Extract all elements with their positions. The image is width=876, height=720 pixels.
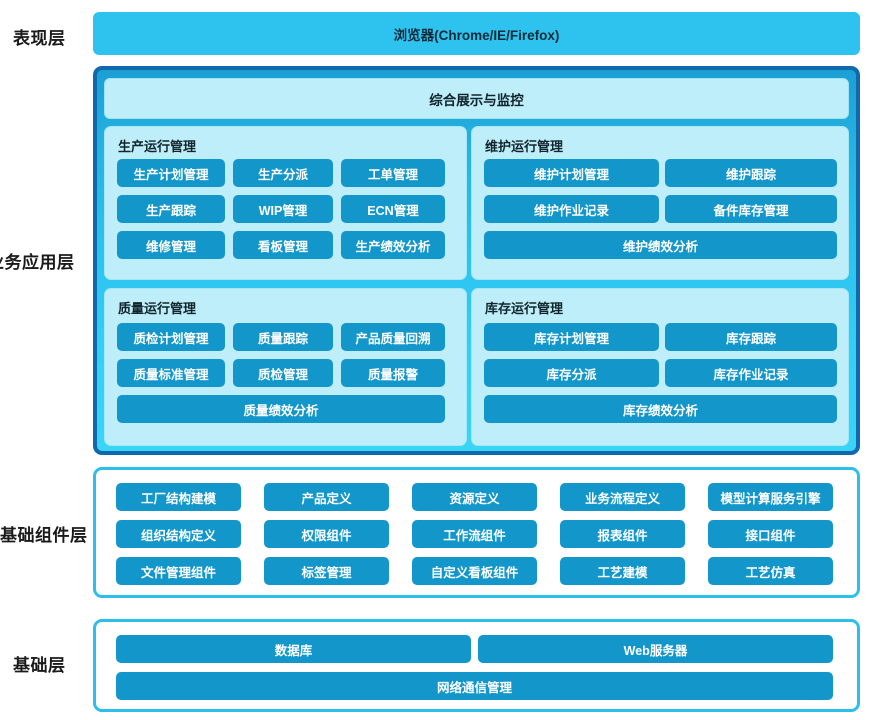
monitoring-bar[interactable]: 综合展示与监控 xyxy=(104,78,849,119)
component-product-definition[interactable]: 产品定义 xyxy=(264,483,389,511)
module-quality-alarm[interactable]: 质量报警 xyxy=(341,359,445,387)
module-work-order[interactable]: 工单管理 xyxy=(341,159,445,187)
module-wip[interactable]: WIP管理 xyxy=(233,195,333,223)
panel-quality: 质量运行管理 质检计划管理 质量跟踪 产品质量回溯 质量标准管理 质检管理 质量… xyxy=(104,288,467,446)
module-inventory-plan[interactable]: 库存计划管理 xyxy=(484,323,659,351)
base-network-comm[interactable]: 网络通信管理 xyxy=(116,672,833,700)
module-inventory-record[interactable]: 库存作业记录 xyxy=(665,359,837,387)
component-permission[interactable]: 权限组件 xyxy=(264,520,389,548)
layer-label-base: 基础层 xyxy=(13,656,66,675)
component-model-compute-engine[interactable]: 模型计算服务引擎 xyxy=(708,483,833,511)
module-product-traceability[interactable]: 产品质量回溯 xyxy=(341,323,445,351)
module-repair[interactable]: 维修管理 xyxy=(117,231,225,259)
module-maintenance-plan[interactable]: 维护计划管理 xyxy=(484,159,659,187)
panel-production: 生产运行管理 生产计划管理 生产分派 工单管理 生产跟踪 WIP管理 ECN管理… xyxy=(104,126,467,280)
module-qc-plan[interactable]: 质检计划管理 xyxy=(117,323,225,351)
component-interface[interactable]: 接口组件 xyxy=(708,520,833,548)
module-production-tracking[interactable]: 生产跟踪 xyxy=(117,195,225,223)
component-file-management[interactable]: 文件管理组件 xyxy=(116,557,241,585)
module-qc-management[interactable]: 质检管理 xyxy=(233,359,333,387)
module-production-dispatch[interactable]: 生产分派 xyxy=(233,159,333,187)
base-database[interactable]: 数据库 xyxy=(116,635,471,663)
module-quality-kpi[interactable]: 质量绩效分析 xyxy=(117,395,445,423)
module-quality-standard[interactable]: 质量标准管理 xyxy=(117,359,225,387)
module-quality-tracking[interactable]: 质量跟踪 xyxy=(233,323,333,351)
layer-label-business: 业务应用层 xyxy=(0,253,75,272)
infrastructure-layer: 数据库 Web服务器 网络通信管理 xyxy=(93,619,860,712)
module-inventory-kpi[interactable]: 库存绩效分析 xyxy=(484,395,837,423)
panel-production-title: 生产运行管理 xyxy=(118,139,197,154)
module-ecn[interactable]: ECN管理 xyxy=(341,195,445,223)
base-web-server[interactable]: Web服务器 xyxy=(478,635,833,663)
module-spare-part-stock[interactable]: 备件库存管理 xyxy=(665,195,837,223)
module-maintenance-kpi[interactable]: 维护绩效分析 xyxy=(484,231,837,259)
component-process-modeling[interactable]: 工艺建模 xyxy=(560,557,685,585)
module-maintenance-tracking[interactable]: 维护跟踪 xyxy=(665,159,837,187)
component-org-definition[interactable]: 组织结构定义 xyxy=(116,520,241,548)
base-component-layer: 工厂结构建模 产品定义 资源定义 业务流程定义 模型计算服务引擎 组织结构定义 … xyxy=(93,467,860,598)
module-production-kpi[interactable]: 生产绩效分析 xyxy=(341,231,445,259)
panel-inventory-title: 库存运行管理 xyxy=(485,301,564,316)
component-custom-kanban[interactable]: 自定义看板组件 xyxy=(412,557,537,585)
module-inventory-dispatch[interactable]: 库存分派 xyxy=(484,359,659,387)
component-report[interactable]: 报表组件 xyxy=(560,520,685,548)
panel-maintenance-title: 维护运行管理 xyxy=(485,139,564,154)
component-factory-modeling[interactable]: 工厂结构建模 xyxy=(116,483,241,511)
component-process-simulation[interactable]: 工艺仿真 xyxy=(708,557,833,585)
module-production-plan[interactable]: 生产计划管理 xyxy=(117,159,225,187)
layer-label-component: 基础组件层 xyxy=(0,526,88,545)
browser-bar[interactable]: 浏览器(Chrome/IE/Firefox) xyxy=(93,12,860,55)
panel-quality-title: 质量运行管理 xyxy=(118,301,197,316)
panel-inventory: 库存运行管理 库存计划管理 库存跟踪 库存分派 库存作业记录 库存绩效分析 xyxy=(471,288,849,446)
component-resource-definition[interactable]: 资源定义 xyxy=(412,483,537,511)
component-workflow[interactable]: 工作流组件 xyxy=(412,520,537,548)
component-process-definition[interactable]: 业务流程定义 xyxy=(560,483,685,511)
layer-label-presentation: 表现层 xyxy=(13,29,66,48)
panel-maintenance: 维护运行管理 维护计划管理 维护跟踪 维护作业记录 备件库存管理 维护绩效分析 xyxy=(471,126,849,280)
module-inventory-tracking[interactable]: 库存跟踪 xyxy=(665,323,837,351)
module-kanban[interactable]: 看板管理 xyxy=(233,231,333,259)
component-label-management[interactable]: 标签管理 xyxy=(264,557,389,585)
module-maintenance-record[interactable]: 维护作业记录 xyxy=(484,195,659,223)
